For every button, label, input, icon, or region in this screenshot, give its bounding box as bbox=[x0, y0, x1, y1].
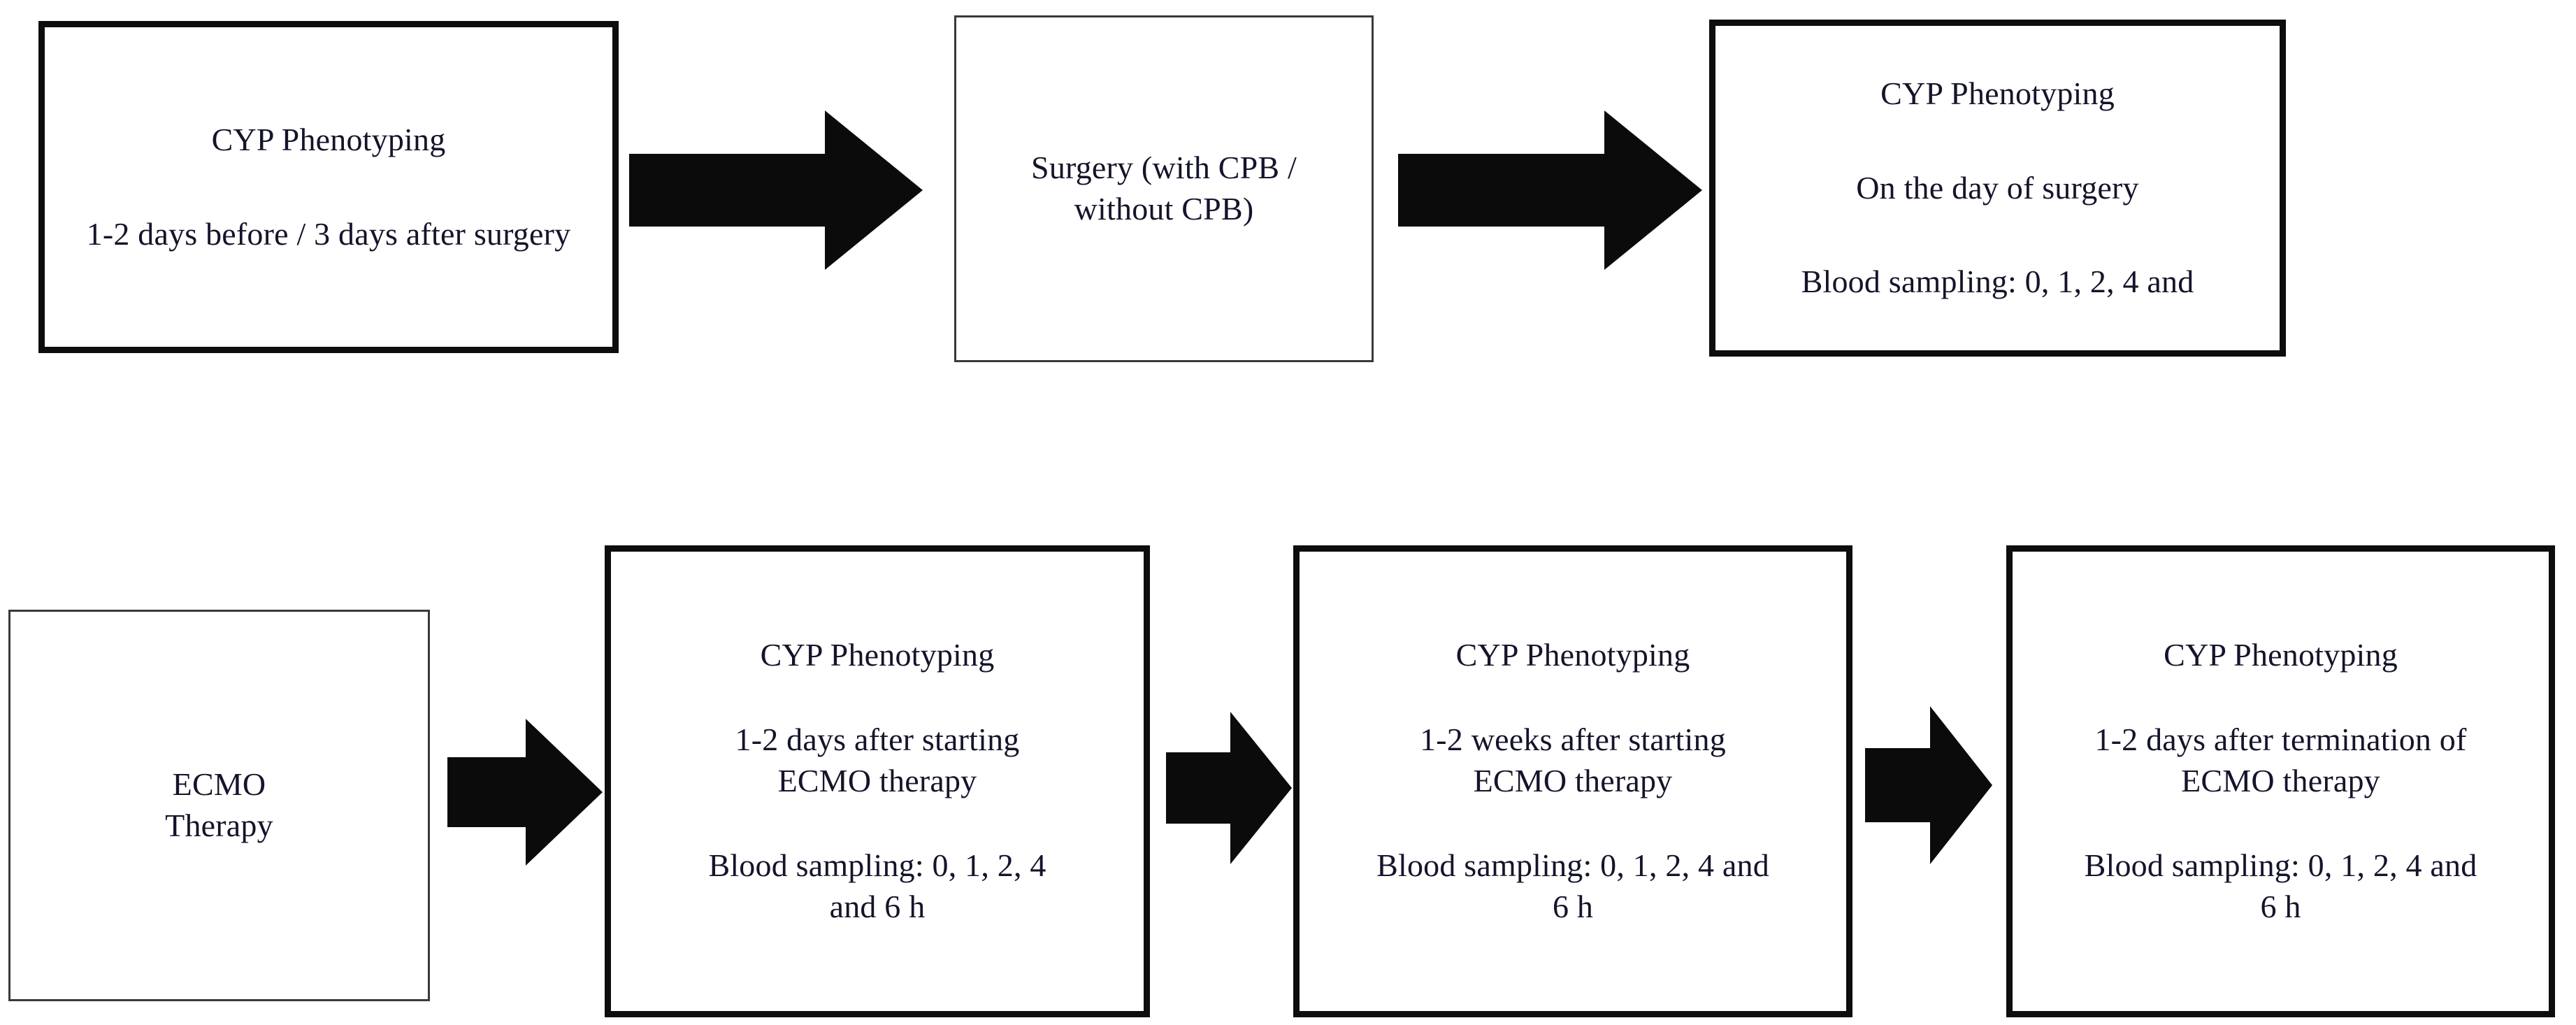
flow-box-line-title: CYP Phenotyping bbox=[760, 637, 995, 673]
flow-box-line-title: CYP Phenotyping bbox=[1880, 75, 2115, 111]
flow-box-cyp-phenotyping-ecmo-weeks[interactable]: CYP Phenotyping 1-2 weeks after starting… bbox=[1293, 545, 1852, 1017]
flow-box-line-title: CYP Phenotyping bbox=[2164, 637, 2398, 673]
arrow-right-icon bbox=[1166, 712, 1292, 864]
flow-box-surgery-cpb[interactable]: Surgery (with CPB / without CPB) bbox=[954, 15, 1374, 362]
flow-box-line-timing: On the day of surgery bbox=[1856, 169, 2139, 206]
arrow-right-icon bbox=[447, 719, 603, 866]
flow-box-cyp-phenotyping-pre-post-surgery[interactable]: CYP Phenotyping 1-2 days before / 3 days… bbox=[38, 21, 619, 353]
flow-box-line-title: CYP Phenotyping bbox=[1455, 637, 1690, 673]
flow-box-line-title: CYP Phenotyping bbox=[211, 121, 446, 157]
flow-box-line-blood-sampling: Blood sampling: 0, 1, 2, 4 and 6 h bbox=[708, 847, 1046, 924]
arrow-right-icon bbox=[1865, 706, 1992, 864]
flow-box-cyp-phenotyping-ecmo-termination[interactable]: CYP Phenotyping 1-2 days after terminati… bbox=[2006, 545, 2555, 1017]
flow-box-line-timing: 1-2 weeks after starting ECMO therapy bbox=[1420, 722, 1726, 799]
flow-box-line-timing: 1-2 days before / 3 days after surgery bbox=[86, 215, 571, 252]
surgery-pathway-row: CYP Phenotyping 1-2 days before / 3 days… bbox=[0, 0, 2576, 378]
flow-box-cyp-phenotyping-ecmo-start[interactable]: CYP Phenotyping 1-2 days after starting … bbox=[605, 545, 1150, 1017]
flow-box-cyp-phenotyping-day-of-surgery[interactable]: CYP Phenotyping On the day of surgery Bl… bbox=[1709, 20, 2286, 357]
arrow-right-icon bbox=[629, 110, 923, 270]
flow-box-line-timing: 1-2 days after termination of ECMO thera… bbox=[2094, 722, 2467, 799]
flow-box-line-timing: 1-2 days after starting ECMO therapy bbox=[735, 722, 1020, 799]
flow-box-ecmo-therapy[interactable]: ECMO Therapy bbox=[8, 610, 430, 1001]
arrow-right-icon bbox=[1398, 110, 1702, 270]
flow-box-line-blood-sampling: Blood sampling: 0, 1, 2, 4 and 6 h bbox=[1376, 847, 1769, 924]
flow-box-line-ecmo-therapy: ECMO Therapy bbox=[165, 766, 273, 843]
flow-box-line-blood-sampling: Blood sampling: 0, 1, 2, 4 and 6 h bbox=[2084, 847, 2477, 924]
flow-box-line-surgery: Surgery (with CPB / without CPB) bbox=[1031, 150, 1297, 227]
flow-box-line-blood-sampling: Blood sampling: 0, 1, 2, 4 and bbox=[1801, 264, 2194, 300]
